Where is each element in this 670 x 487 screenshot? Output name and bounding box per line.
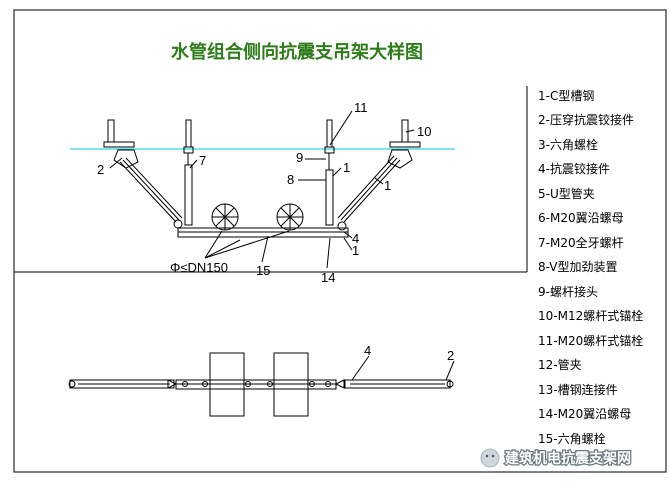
callout-7: 7 xyxy=(199,153,206,168)
legend-item: 10-M12螺杆式锚栓 xyxy=(538,308,643,323)
callout-14: 14 xyxy=(321,270,335,285)
diagonal-brace-right xyxy=(343,159,401,223)
diagram-title: 水管组合侧向抗震支吊架大样图 xyxy=(171,41,423,63)
legend-item: 11-M20螺杆式锚栓 xyxy=(538,333,643,348)
threaded-rod-right xyxy=(325,169,334,226)
callout-2: 2 xyxy=(97,162,104,177)
legend-item: 4-抗震铰接件 xyxy=(538,161,610,176)
anchor-bolt-left xyxy=(107,119,115,143)
legend-item: 3-六角螺栓 xyxy=(538,137,598,152)
legend: 1-C型槽钢 2-压穿抗震铰接件 3-六角螺栓 4-抗震铰接件 5-U型管夹 6… xyxy=(538,89,643,446)
callout-8: 8 xyxy=(287,172,294,187)
legend-item: 7-M20全牙螺杆 xyxy=(538,235,624,250)
pipe-spec-label: Φ≤DN150 xyxy=(170,260,228,275)
threaded-rod-left xyxy=(184,164,193,226)
seismic-hinge-left-top xyxy=(113,149,139,169)
legend-item: 14-M20翼沿螺母 xyxy=(538,407,631,421)
callout-1-brace: 1 xyxy=(384,178,391,193)
callout-2-plan: 2 xyxy=(447,348,454,363)
hanger-anchor-left xyxy=(185,119,192,148)
callout-11: 11 xyxy=(354,100,368,115)
callout-4-plan: 4 xyxy=(364,343,371,358)
callout-4: 4 xyxy=(352,231,359,246)
legend-item: 6-M20翼沿螺母 xyxy=(538,211,624,225)
legend-item: 5-U型管夹 xyxy=(538,186,595,201)
brace-plan-left xyxy=(69,379,175,389)
legend-item: 12-管夹 xyxy=(538,357,582,372)
diagonal-brace-left xyxy=(119,161,177,223)
brace-plan-right xyxy=(344,379,451,389)
callout-15: 15 xyxy=(256,263,270,278)
legend-item: 2-压穿抗震铰接件 xyxy=(538,112,634,127)
drawing-border xyxy=(13,9,667,473)
seismic-hinge-right-top xyxy=(387,149,413,169)
callout-1-rod: 1 xyxy=(343,160,350,175)
wechat-icon xyxy=(480,448,500,468)
callout-10: 10 xyxy=(417,124,431,139)
legend-item: 9-螺杆接头 xyxy=(538,284,598,299)
legend-item: 1-C型槽钢 xyxy=(538,89,594,103)
legend-item: 13-槽钢连接件 xyxy=(538,382,618,397)
seismic-hinge-right-bottom xyxy=(337,221,347,231)
watermark: 建筑机电抗震支架网 xyxy=(480,448,632,468)
anchor-bolt-right xyxy=(401,119,409,143)
callout-1-beam: 1 xyxy=(352,243,359,258)
watermark-text: 建筑机电抗震支架网 xyxy=(505,450,631,467)
callout-9: 9 xyxy=(296,150,303,165)
legend-item: 15-六角螺栓 xyxy=(538,431,606,446)
seismic-hinge-left-bottom xyxy=(173,219,183,229)
legend-item: 8-V型加劲装置 xyxy=(538,260,617,274)
